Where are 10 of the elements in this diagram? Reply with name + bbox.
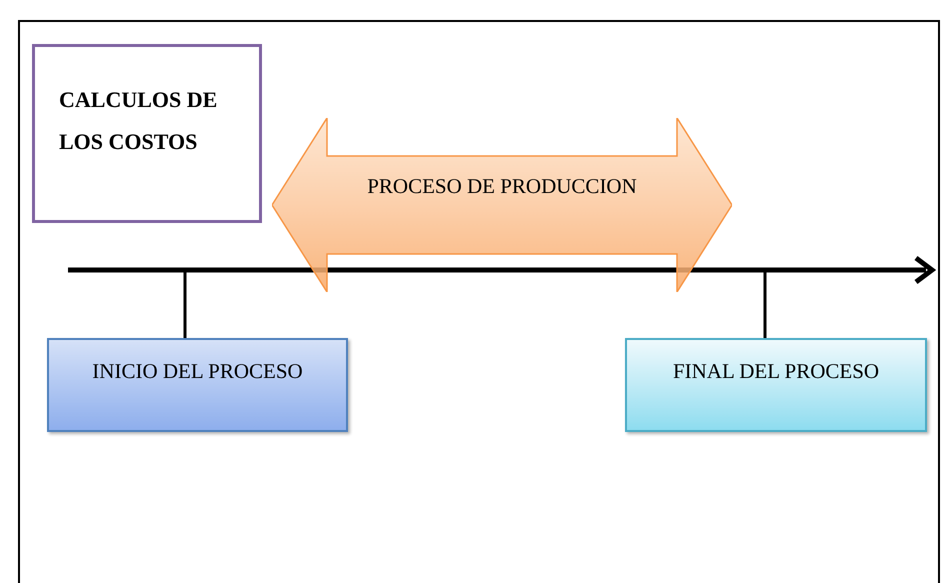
title-box (32, 44, 262, 223)
node-label: PROCESO DE PRODUCCION (367, 173, 637, 200)
double-arrow (272, 118, 732, 292)
node-label: CALCULOS DE LOS COSTOS (59, 86, 218, 156)
node-label: INICIO DEL PROCESO (92, 358, 303, 385)
process-box (47, 338, 348, 432)
tick-line (184, 270, 186, 338)
process-box (625, 338, 927, 432)
tick-line (764, 270, 766, 338)
node-label: FINAL DEL PROCESO (672, 358, 880, 385)
